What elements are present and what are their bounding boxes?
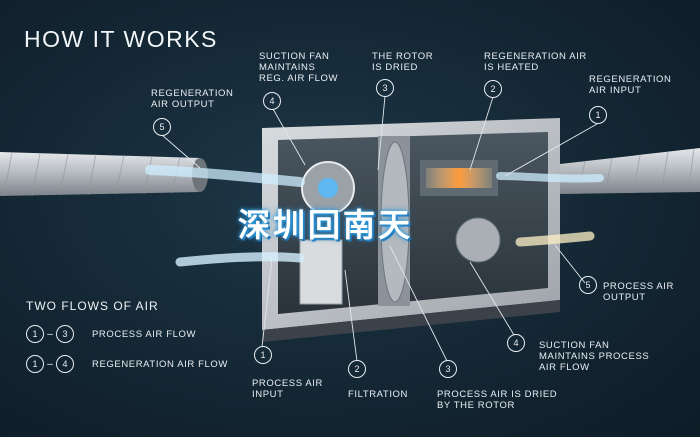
step-number-3-top: 3	[376, 79, 394, 97]
legend-to-number: 3	[56, 325, 74, 343]
label-suction-fan-process: SUCTION FAN MAINTAINS PROCESS AIR FLOW	[539, 340, 650, 373]
page-title: HOW IT WORKS	[24, 26, 218, 52]
step-number-3-bottom: 3	[439, 360, 457, 378]
step-number-4-top: 4	[263, 92, 281, 110]
step-number-5-right: 5	[579, 276, 597, 294]
watermark-text: 深圳回南天	[238, 206, 414, 244]
legend-dash: –	[47, 328, 53, 340]
step-number-4-bottom: 4	[507, 334, 525, 352]
label-suction-fan-reg: SUCTION FAN MAINTAINS REG. AIR FLOW	[259, 51, 339, 84]
label-filtration: FILTRATION	[348, 389, 409, 400]
unit-body	[262, 118, 560, 342]
airflow-streams	[145, 165, 604, 267]
step-number-2-bottom: 2	[348, 360, 366, 378]
step-number-2-top: 2	[484, 80, 502, 98]
legend-label: PROCESS AIR FLOW	[92, 328, 197, 340]
legend-from-number: 1	[26, 355, 44, 373]
step-number-5-top: 5	[153, 118, 171, 136]
legend-to-number: 4	[56, 355, 74, 373]
legend-from-number: 1	[26, 325, 44, 343]
legend-dash: –	[47, 358, 53, 370]
label-process-output: PROCESS AIR OUTPUT	[603, 281, 675, 303]
leader-lines	[161, 95, 598, 362]
label-regen-input: REGENERATION AIR INPUT	[589, 74, 672, 96]
legend-label: REGENERATION AIR FLOW	[92, 358, 228, 370]
legend-row-regeneration: 1–4 REGENERATION AIR FLOW	[26, 355, 228, 373]
label-rotor-dried: THE ROTOR IS DRIED	[372, 51, 434, 73]
step-number-1-bottom: 1	[254, 346, 272, 364]
label-regen-output: REGENERATION AIR OUTPUT	[151, 88, 234, 110]
label-regen-heated: REGENERATION AIR IS HEATED	[484, 51, 587, 73]
label-process-dried: PROCESS AIR IS DRIED BY THE ROTOR	[437, 389, 558, 411]
label-process-input: PROCESS AIR INPUT	[252, 378, 324, 400]
step-number-1-top: 1	[589, 106, 607, 124]
legend-title: TWO FLOWS OF AIR	[26, 299, 159, 313]
right-duct	[560, 148, 700, 195]
legend-row-process: 1–3 PROCESS AIR FLOW	[26, 325, 196, 343]
